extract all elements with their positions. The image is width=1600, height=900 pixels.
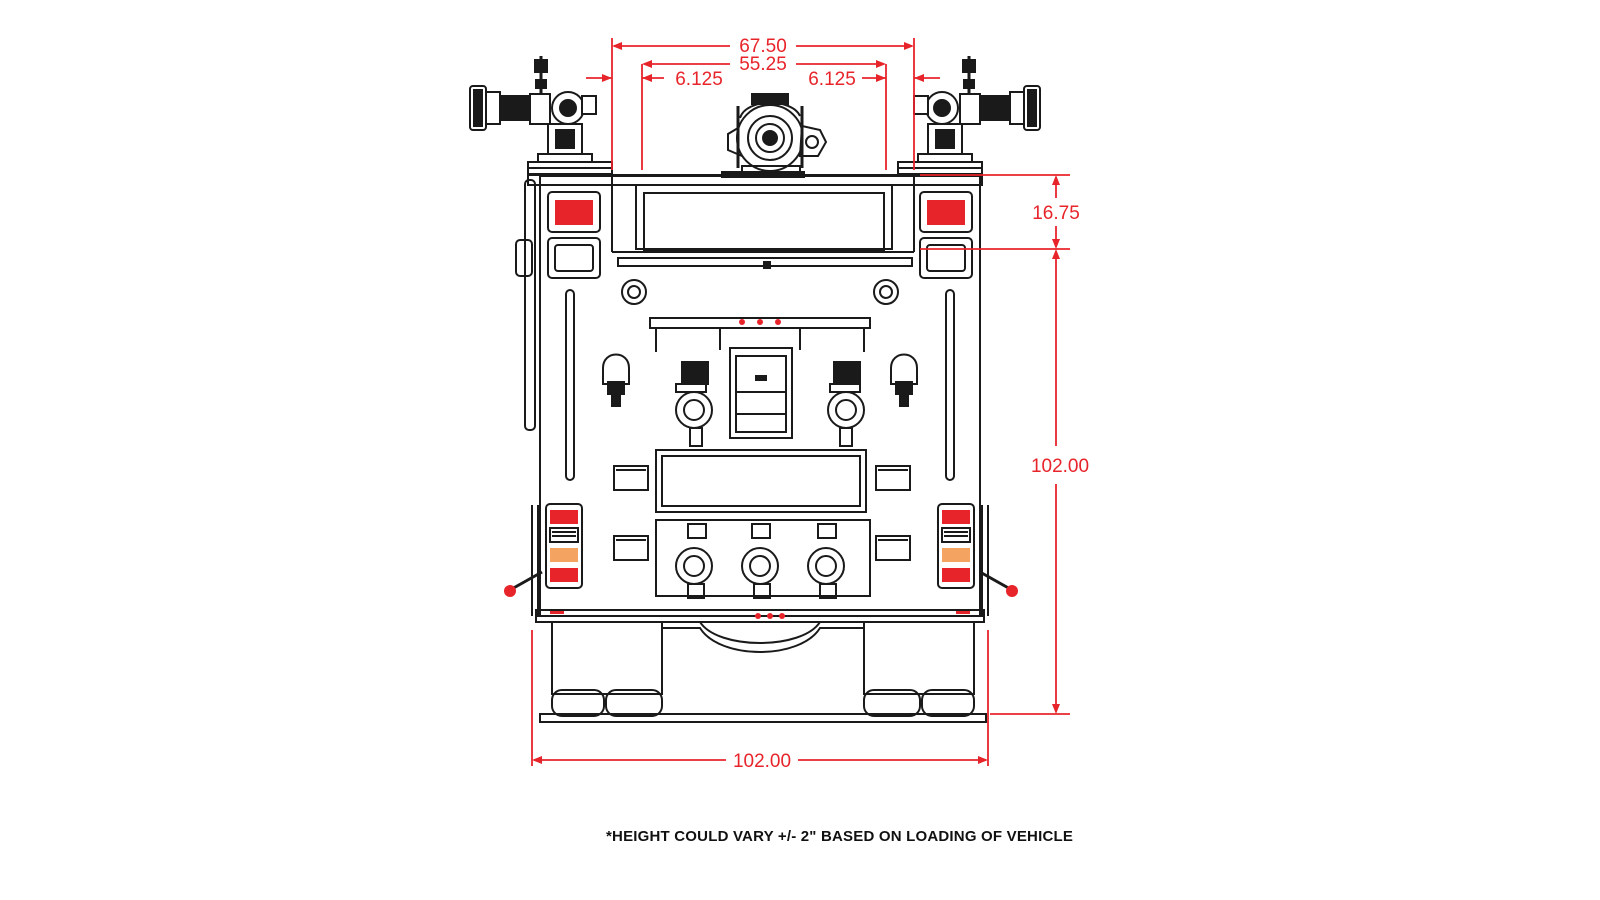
center-cabinet: [729, 347, 793, 439]
dim-overall-width: [532, 756, 988, 764]
upper-left-red-light: [555, 200, 593, 225]
label-right-offset: 6.125: [808, 69, 856, 90]
label-left-offset: 6.125: [675, 69, 723, 90]
side-grab-handles: [504, 570, 1018, 597]
hose-bracket: [649, 317, 871, 352]
upper-light-pods: [547, 191, 973, 279]
upper-right-red-light: [927, 200, 965, 225]
discharge-valve-1: [675, 523, 713, 599]
left-scene-light-tower: [469, 56, 613, 175]
dim-overall-top-width: [612, 42, 914, 50]
lower-discharge-panel: [655, 519, 871, 599]
truck-rear-view: [469, 56, 1041, 723]
dim-right-offset: [862, 74, 940, 82]
round-work-lamps: [621, 279, 899, 305]
lower-tail-lights: [545, 503, 975, 589]
roof-tray: [527, 174, 983, 269]
label-overall-top-width: 67.50: [739, 36, 787, 57]
chassis-and-wheels: [539, 621, 987, 723]
rear-bumper: [535, 609, 985, 623]
label-top-section-height: 16.75: [1032, 203, 1080, 224]
dim-left-offset: [586, 74, 664, 82]
dim-inner-top-width: [642, 60, 886, 68]
upper-discharge-valves: [675, 361, 865, 447]
discharge-valve-2: [741, 523, 779, 599]
middle-panel: [613, 449, 911, 561]
right-scene-light-tower: [897, 56, 1041, 175]
label-body-height: 102.00: [1031, 456, 1089, 477]
height-variance-footnote: *HEIGHT COULD VARY +/- 2" BASED ON LOADI…: [606, 828, 1074, 845]
dimension-annotations: [531, 38, 1070, 766]
discharge-valve-3: [807, 523, 845, 599]
label-inner-top-width: 55.25: [739, 54, 787, 75]
rear-handrails: [565, 289, 955, 481]
dim-body-height: [1052, 249, 1060, 714]
beacon-lights: [602, 353, 918, 407]
dim-top-section-height: [1052, 175, 1060, 249]
roof-monitor: [721, 93, 828, 178]
label-overall-width: 102.00: [733, 751, 791, 772]
